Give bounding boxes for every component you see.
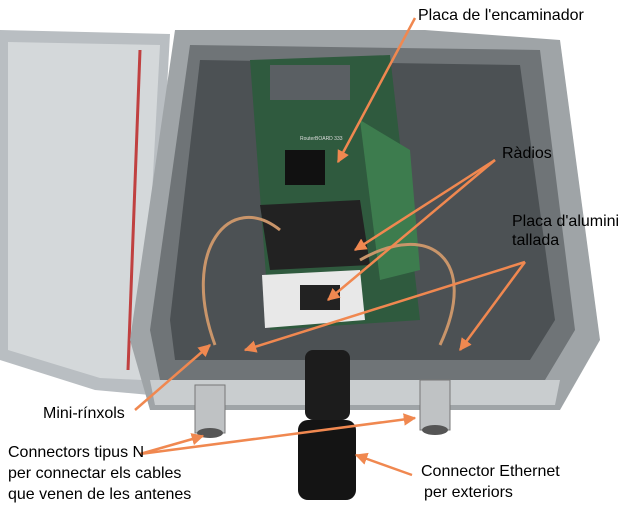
arrow-ethernet — [354, 452, 413, 477]
label-radios: Ràdios — [502, 145, 552, 162]
label-ethernet-1: Connector Ethernet — [421, 463, 560, 480]
arrow-aluminium-1 — [243, 260, 526, 353]
arrow-radio-1 — [353, 158, 496, 252]
label-router-board: Placa de l'encaminador — [418, 7, 584, 24]
label-aluminium-plate-2: tallada — [512, 232, 560, 249]
label-n-connectors-3: que venen de les antenes — [8, 486, 192, 503]
label-aluminium-plate-1: Placa d'alumini — [512, 213, 620, 230]
enclosure-lid — [0, 30, 170, 395]
arrow-pigtails — [134, 344, 211, 411]
arrow-n-connector-right — [139, 413, 417, 456]
label-pigtails: Mini-rínxols — [43, 405, 125, 422]
arrow-aluminium-2 — [458, 261, 527, 352]
annotation-arrows — [134, 17, 527, 477]
pigtail-cable-left — [201, 216, 281, 346]
n-connector-right — [419, 379, 451, 435]
arrow-n-connector-left — [139, 433, 205, 456]
pigtail-cable-right — [359, 242, 456, 346]
ethernet-connector — [298, 350, 356, 500]
radio-cards — [260, 200, 370, 328]
arrow-router-board — [336, 17, 417, 164]
label-n-connectors-1: Connectors tipus N — [8, 444, 145, 461]
n-connector-left — [194, 384, 226, 438]
label-ethernet-2: per exteriors — [424, 484, 513, 501]
arrow-radio-2 — [327, 159, 496, 301]
board-silkscreen: RouterBOARD 333 — [300, 136, 343, 142]
label-n-connectors-2: per connectar els cables — [8, 465, 182, 482]
